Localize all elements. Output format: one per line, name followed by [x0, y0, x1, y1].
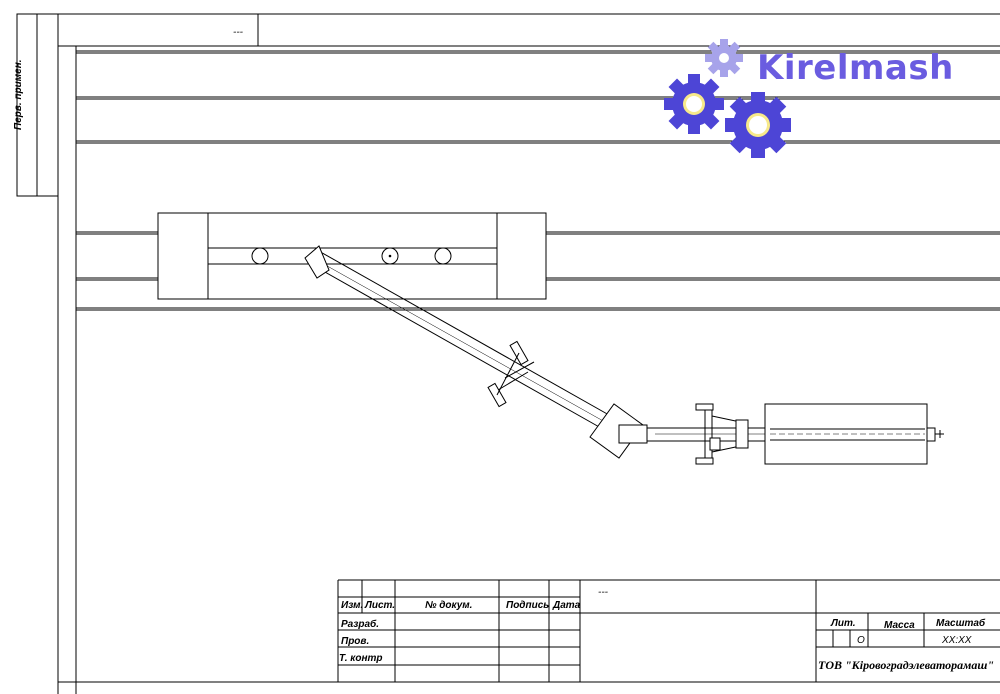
auger-tube	[304, 245, 610, 429]
gears-icon	[664, 39, 791, 158]
drawing-frame	[16, 13, 1000, 694]
header-date: Дата	[553, 600, 581, 611]
row-tech-control: Т. контр	[339, 653, 383, 664]
header-izm: Изм.	[341, 600, 364, 611]
title-block-lines	[337, 579, 1000, 682]
drive-assembly	[647, 403, 765, 465]
company-name: ТОВ "Кіровоградэлеваторамаш"	[818, 658, 995, 672]
mass-label: Масса	[884, 620, 915, 631]
header-list: Лист.	[365, 600, 396, 611]
gearbox	[589, 403, 648, 459]
lit-label: Лит.	[831, 618, 856, 629]
row-developer: Разраб.	[341, 619, 379, 630]
lit-value: О	[857, 635, 865, 646]
drum	[764, 403, 944, 465]
intake-hopper	[157, 212, 547, 300]
logo-text: Kirelmash	[757, 48, 954, 88]
header-sign: Подпись	[506, 600, 550, 611]
row-checked: Пров.	[341, 636, 370, 647]
top-stamp-designation: ---	[233, 27, 243, 38]
scale-value: XX:XX	[942, 635, 972, 646]
scale-label: Масштаб	[936, 618, 986, 629]
title-block-designation: ---	[598, 587, 608, 598]
header-doc: № докум.	[425, 600, 473, 611]
side-label: Перв. примен.	[13, 59, 24, 130]
